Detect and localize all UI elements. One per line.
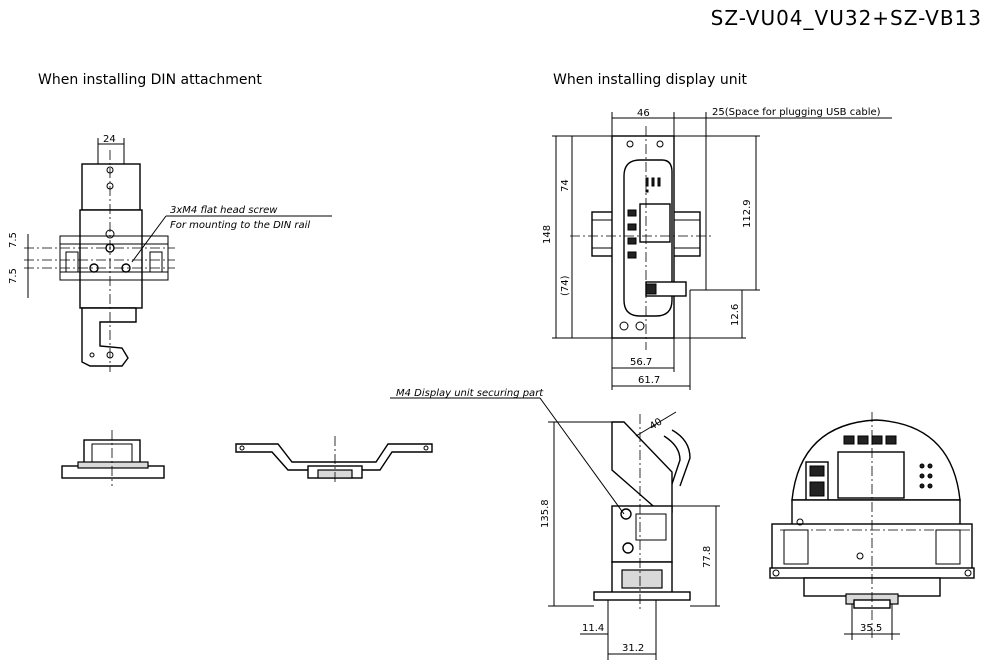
dim-usb-height: 112.9 [742,199,753,228]
dim-usb-space: 25(Space for plugging USB cable) [712,107,881,118]
callout-screw-line1: 3xM4 flat head screw [170,205,278,216]
dim-usb-offset: 12.6 [730,304,741,326]
dim-din-v2: 7.5 [8,268,19,284]
dim-rail-width: 35.5 [860,623,882,634]
model-number: SZ-VU04_VU32+SZ-VB13 [710,6,982,30]
dim-depth-body: 56.7 [630,357,652,368]
dim-depth-total: 61.7 [638,375,660,386]
dim-side-offset: 11.4 [582,623,604,634]
dim-display-height: 148 [542,225,553,244]
dim-side-lower: 77.8 [702,546,713,568]
display-unit-front-view: 46 25(Space for plugging USB cable) 148 … [542,107,892,390]
dim-lower-half: (74) [560,275,571,296]
dim-side-height: 135.8 [540,499,551,528]
dim-din-width: 24 [103,134,116,145]
dim-side-depth: 31.2 [622,643,644,654]
din-attachment-bottom-view [61,430,165,486]
section-title-din-attachment: When installing DIN attachment [38,72,262,88]
section-title-display-unit: When installing display unit [553,72,747,88]
din-attachment-side-view [235,436,433,484]
callout-screw-line2: For mounting to the DIN rail [170,220,310,231]
dim-display-width: 46 [637,108,650,119]
display-unit-rear-view: 35.5 [769,412,975,640]
dim-cable-bend: 40 [648,416,665,432]
dim-upper-half: 74 [560,179,571,192]
display-unit-side-view: M4 Display unit securing part 40 135.8 7… [390,388,720,660]
din-attachment-front-view: 24 7.5 7.5 3xM4 flat head screw For moun… [8,134,332,372]
dim-din-v1: 7.5 [8,232,19,248]
callout-securing-part: M4 Display unit securing part [396,388,544,399]
